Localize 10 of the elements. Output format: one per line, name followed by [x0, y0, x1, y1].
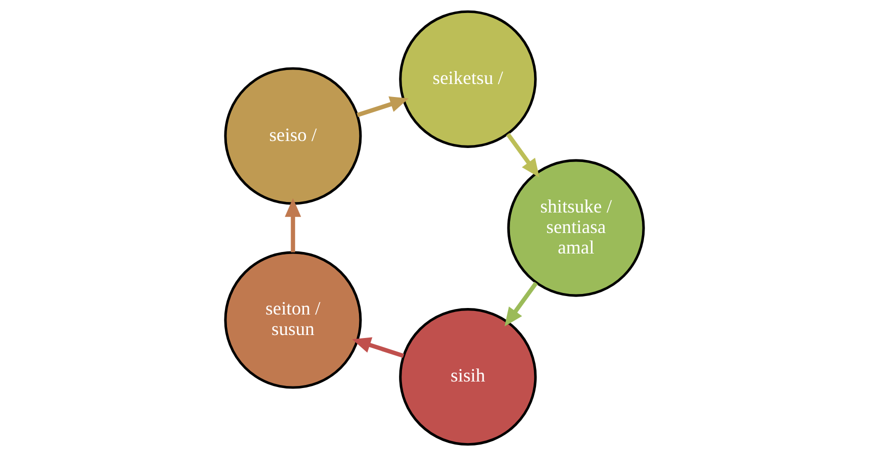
node-circle: shitsuke / sentiasa amal — [507, 159, 645, 297]
node-circle: seiketsu / — [399, 10, 537, 148]
arrow — [284, 198, 302, 252]
arrow — [356, 96, 409, 118]
node-circle: sisih — [399, 308, 537, 446]
node-circle: seiton / susun — [224, 251, 362, 389]
arrow — [506, 132, 540, 178]
arrow — [504, 282, 538, 326]
node-circle: seiso / — [224, 67, 362, 205]
arrow — [352, 337, 404, 358]
